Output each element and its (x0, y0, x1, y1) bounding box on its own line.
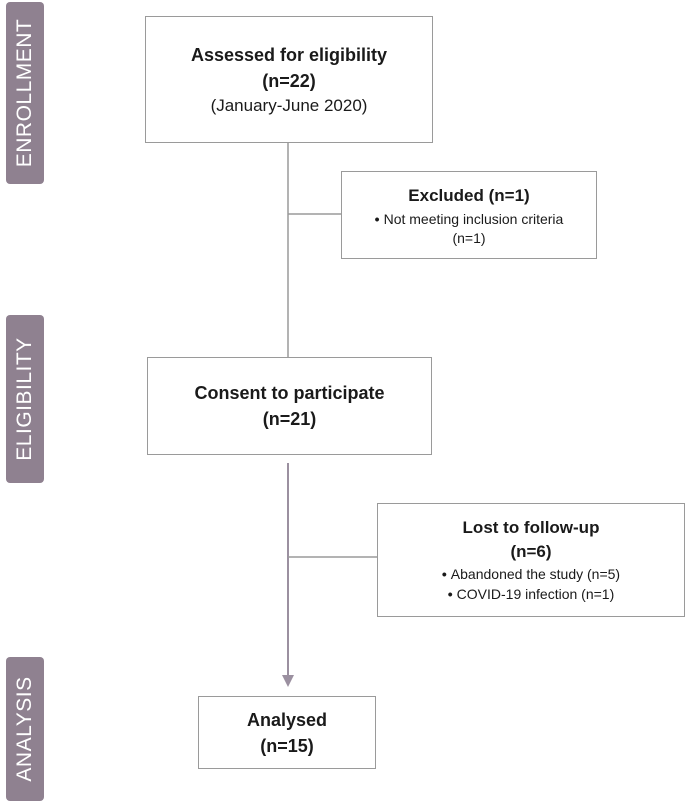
bullet-icon: • (447, 586, 453, 602)
consent-title: Consent to participate (194, 383, 385, 403)
stage-tab-eligibility: ELIGIBILITY (6, 315, 44, 483)
stage-tab-enrollment: ENROLLMENT (6, 2, 44, 184)
consent-count: (n=21) (262, 409, 317, 429)
analysed-count: (n=15) (260, 735, 314, 756)
excluded-title: Excluded (n=1) (408, 186, 530, 205)
assessed-count: (n=22) (262, 70, 316, 91)
excluded-reason-item: •Not meeting inclusion criteria (375, 209, 564, 229)
excluded-box: Excluded (n=1) •Not meeting inclusion cr… (341, 171, 597, 259)
consent-box: Consent to participate (n=21) (147, 357, 432, 455)
lost-reason-item: •Abandoned the study (n=5) (442, 564, 620, 584)
excluded-reason-count: (n=1) (452, 230, 486, 246)
bullet-icon: • (374, 211, 380, 227)
arrowhead-to-analysed (282, 675, 294, 687)
lost-reason-1: Abandoned the study (n=5) (450, 566, 621, 582)
lost-reason-2: COVID-19 infection (n=1) (456, 586, 615, 602)
assessed-period: (January-June 2020) (210, 95, 368, 115)
lost-count: (n=6) (510, 542, 552, 561)
analysed-box: Analysed (n=15) (198, 696, 376, 769)
excluded-reason: Not meeting inclusion criteria (383, 211, 564, 227)
stage-tab-analysis: ANALYSIS (6, 657, 44, 801)
assessed-box: Assessed for eligibility (n=22) (January… (145, 16, 433, 143)
bullet-icon: • (441, 566, 447, 582)
assessed-title: Assessed for eligibility (190, 44, 388, 65)
analysed-title: Analysed (246, 709, 328, 730)
lost-reason-item: •COVID-19 infection (n=1) (448, 584, 614, 604)
lost-box: Lost to follow-up (n=6) •Abandoned the s… (377, 503, 685, 617)
lost-title: Lost to follow-up (462, 518, 600, 537)
